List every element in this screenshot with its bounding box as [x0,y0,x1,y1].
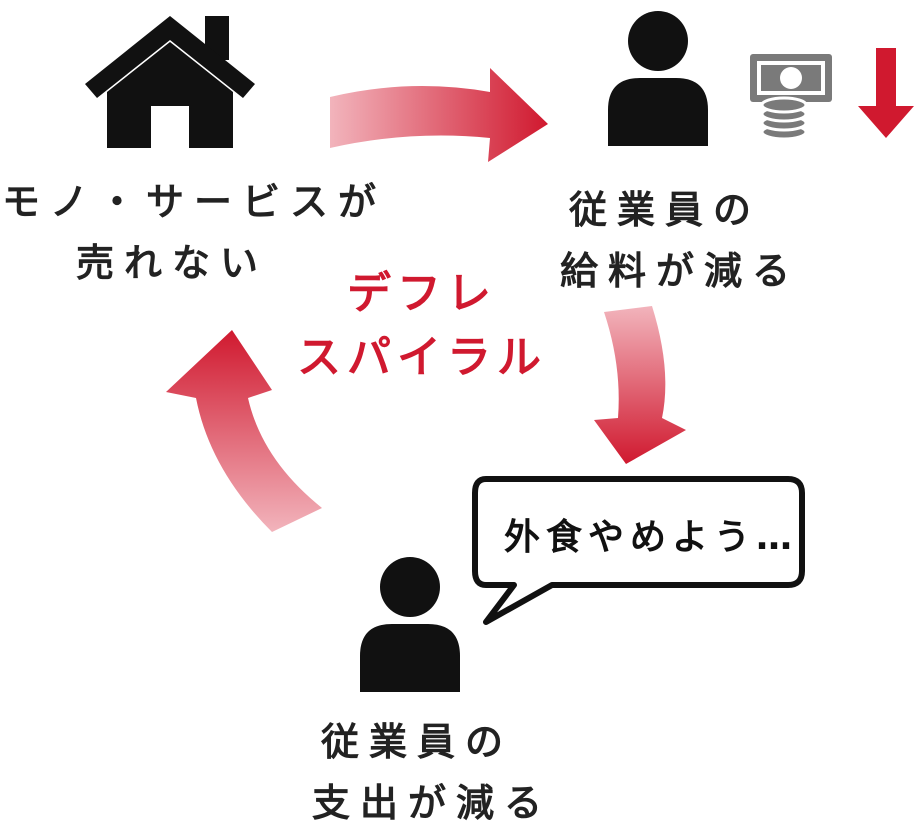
label-top-left: モノ・サービスが 売れない [2,172,387,294]
label-bottom-line1: 従業員の [320,720,513,764]
label-bottom-line2: 支出が減る [312,780,553,825]
arrow-right [594,306,686,464]
center-title-line2: スパイラル [297,331,547,383]
money-coins-icon [750,54,832,140]
label-top-right: 従業員の 給料が減る [560,180,801,302]
arrow-left [166,330,322,532]
person-icon [360,557,460,692]
arrow-top [330,68,548,162]
label-top-right-line1: 従業員の [568,188,761,232]
down-arrow-icon [858,48,914,138]
person-icon [608,11,708,146]
center-title: デフレ スパイラル [296,262,548,390]
label-top-left-line1: モノ・サービスが [2,180,387,224]
speech-bubble [472,476,805,625]
house-icon [85,16,255,148]
center-title-line1: デフレ [347,268,497,319]
label-top-right-line2: 給料が減る [560,248,801,293]
label-top-left-line2: 売れない [75,240,268,285]
label-bottom: 従業員の 支出が減る [312,712,553,834]
speech-text: 外食やめよう… [504,517,799,558]
